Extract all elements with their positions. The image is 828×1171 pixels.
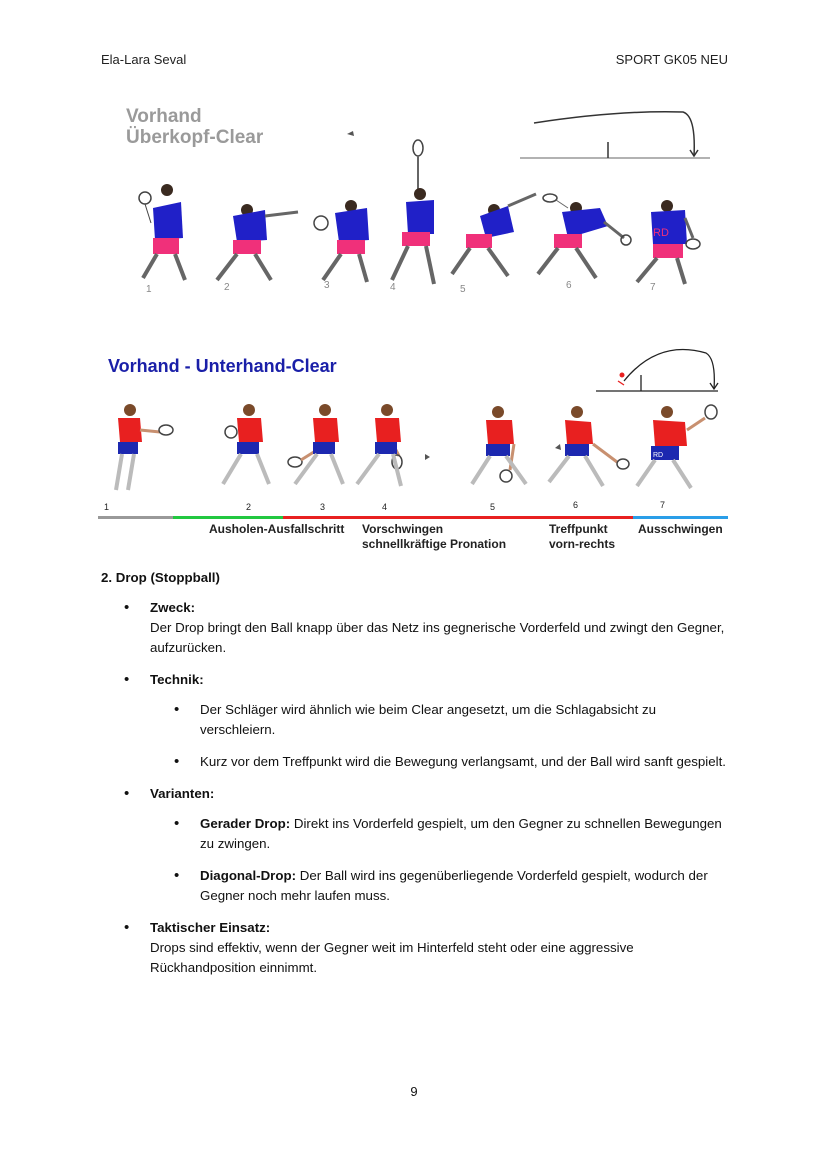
step-number: 5	[460, 284, 466, 295]
variant-label: Gerader Drop:	[200, 816, 291, 831]
step-number: 1	[104, 502, 110, 512]
step-number: 1	[146, 284, 152, 295]
varianten-sublist: Gerader Drop: Direkt ins Vorderfeld gesp…	[150, 814, 731, 906]
phase-bar-gray	[98, 516, 173, 519]
player-figure-4	[355, 404, 430, 487]
rd-shirt-label: RD	[653, 227, 669, 239]
header-author: Ela-Lara Seval	[101, 52, 187, 67]
step-number: 4	[390, 282, 396, 293]
underhand-clear-figure: Vorhand - Unterhand-Clear	[98, 345, 733, 560]
step-number: 2	[224, 282, 230, 293]
drop-section: 2. Drop (Stoppball) Zweck: Der Drop brin…	[101, 568, 731, 990]
phase-label-ausschwingen: Ausschwingen	[638, 522, 723, 536]
rd-shorts-label: RD	[653, 452, 663, 459]
taktik-label: Taktischer Einsatz:	[150, 920, 271, 935]
header-course: SPORT GK05 NEU	[615, 52, 728, 67]
player-figure-2	[221, 404, 271, 486]
step-number: 6	[573, 500, 579, 510]
step-number: 5	[490, 502, 496, 512]
player-figure-5	[450, 192, 537, 278]
step-number: 7	[650, 282, 656, 293]
phase-label-vorschwingen: Vorschwingen schnellkräftige Pronation	[362, 522, 507, 551]
overhead-clear-illustration: RD	[138, 110, 710, 285]
phase-label-ausholen: Ausholen-Ausfallschritt	[209, 522, 345, 536]
phase-label-treffpunkt: Treffpunkt vorn-rechts	[549, 522, 616, 551]
step-number: 2	[246, 502, 252, 512]
page-number: 9	[410, 1084, 418, 1099]
list-item: Diagonal-Drop: Der Ball wird ins gegenüb…	[101, 866, 731, 906]
phase-bar-green	[173, 516, 283, 519]
variant-text: Direkt ins Vorderfeld gespielt, um den G…	[200, 816, 722, 851]
drop-list: Zweck: Der Drop bringt den Ball knapp üb…	[101, 598, 731, 978]
list-item-zweck: Zweck: Der Drop bringt den Ball knapp üb…	[101, 598, 731, 658]
player-figure-5	[470, 406, 528, 486]
list-item: Kurz vor dem Treffpunkt wird die Bewegun…	[101, 752, 731, 772]
list-item: Gerader Drop: Direkt ins Vorderfeld gesp…	[101, 814, 731, 854]
section-title: 2. Drop (Stoppball)	[101, 570, 220, 585]
overhead-clear-trajectory-icon	[520, 110, 710, 159]
player-figure-6	[536, 193, 632, 280]
player-figure-7: RD	[635, 404, 718, 490]
player-figure-4	[390, 139, 436, 285]
varianten-label: Varianten:	[150, 786, 215, 801]
underhand-clear-illustration: RD	[98, 348, 728, 519]
player-figure-7: RD	[635, 200, 701, 285]
variant-label: Diagonal-Drop:	[200, 868, 297, 883]
list-item: Der Schläger wird ähnlich wie beim Clear…	[101, 700, 731, 740]
overhead-clear-title: Vorhand Überkopf-Clear	[126, 106, 264, 148]
player-figure-3	[313, 200, 369, 283]
step-number: 4	[382, 502, 388, 512]
zweck-text: Der Drop bringt den Ball knapp über das …	[150, 620, 725, 655]
player-figure-3	[287, 404, 345, 486]
variant-text: Der Ball wird ins gegenüberliegende Vord…	[200, 868, 708, 903]
step-number: 3	[324, 280, 330, 291]
player-figure-2	[215, 204, 299, 282]
list-item-taktik: Taktischer Einsatz: Drops sind effektiv,…	[101, 918, 731, 978]
shuttle-icon	[347, 131, 354, 136]
step-number: 3	[320, 502, 326, 512]
list-item-technik: Technik: Der Schläger wird ähnlich wie b…	[101, 670, 731, 772]
taktik-text: Drops sind effektiv, wenn der Gegner wei…	[150, 940, 634, 975]
list-item-varianten: Varianten: Gerader Drop: Direkt ins Vord…	[101, 784, 731, 906]
underhand-clear-trajectory-icon	[596, 348, 719, 392]
underhand-clear-title: Vorhand - Unterhand-Clear	[108, 356, 337, 376]
player-figure-6	[547, 406, 630, 488]
overhead-clear-figure: Vorhand Überkopf-Clear	[98, 98, 718, 308]
player-figure-1	[114, 404, 174, 491]
technik-sublist: Der Schläger wird ähnlich wie beim Clear…	[150, 700, 731, 772]
zweck-label: Zweck:	[150, 600, 196, 615]
phase-bar-red	[283, 516, 633, 519]
phase-bar-blue	[633, 516, 728, 519]
step-number: 7	[660, 500, 666, 510]
technik-label: Technik:	[150, 672, 204, 687]
step-number: 6	[566, 280, 572, 291]
player-figure-1	[138, 184, 187, 281]
